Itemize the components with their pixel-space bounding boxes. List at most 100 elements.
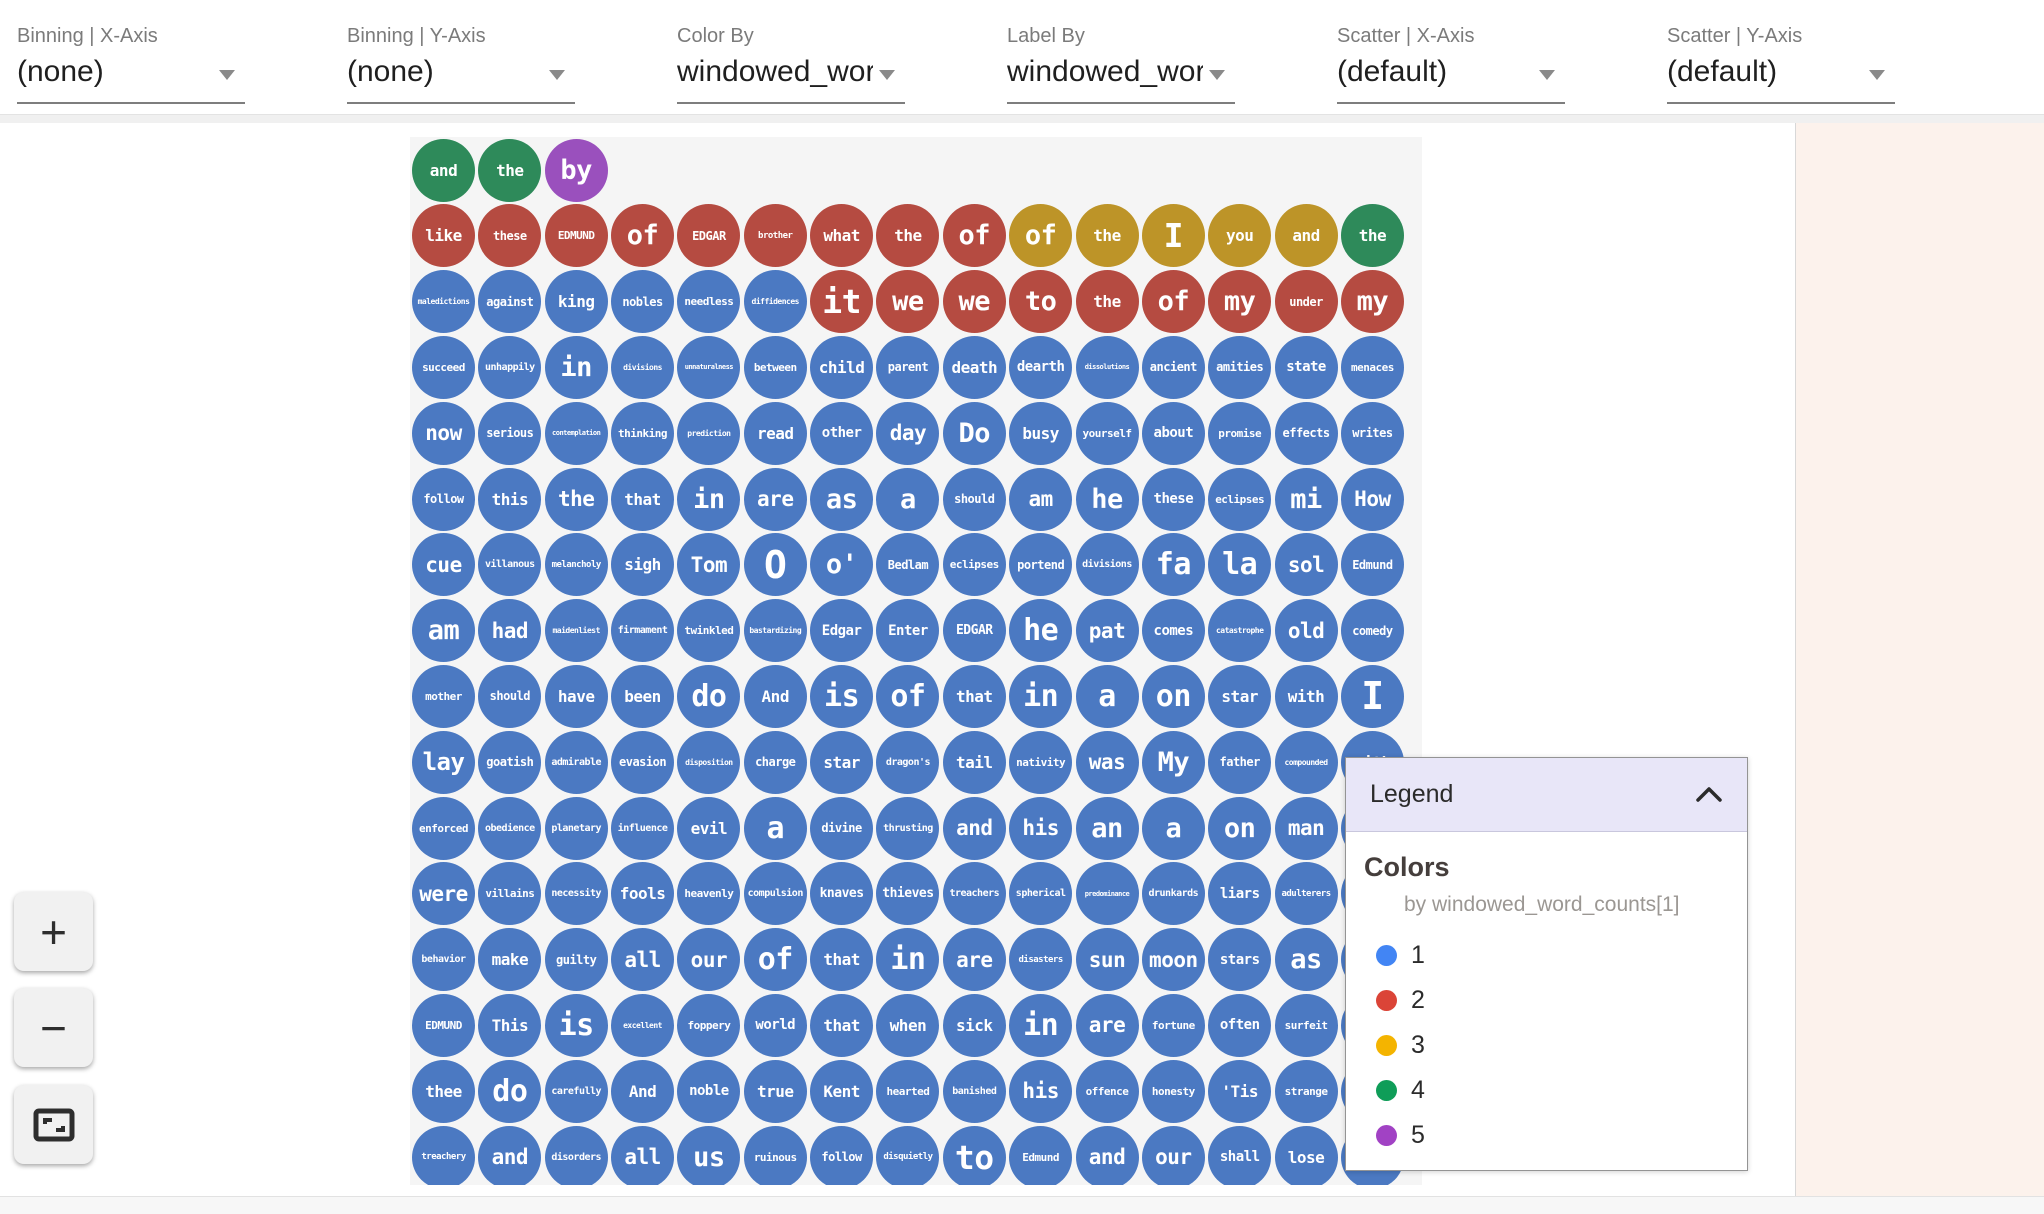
word-bubble[interactable]: old [1274, 599, 1338, 663]
word-bubble[interactable]: star [810, 730, 874, 794]
word-bubble[interactable]: our [1141, 1125, 1205, 1185]
word-bubble[interactable]: Edmund [1009, 1125, 1073, 1185]
word-bubble[interactable]: about [1141, 401, 1205, 465]
word-bubble[interactable]: of [611, 204, 675, 268]
word-bubble[interactable]: was [1075, 730, 1139, 794]
word-bubble[interactable]: villains [478, 862, 542, 926]
word-bubble[interactable]: king [544, 270, 608, 334]
word-bubble[interactable]: catastrophe [1208, 599, 1272, 663]
word-bubble[interactable]: mother [412, 664, 475, 728]
word-bubble[interactable]: when [876, 993, 940, 1057]
word-bubble[interactable]: and [478, 1125, 542, 1185]
word-bubble[interactable]: of [942, 204, 1006, 268]
word-bubble[interactable]: necessity [544, 862, 608, 926]
word-bubble[interactable]: to [1009, 270, 1073, 334]
word-bubble[interactable]: what [810, 204, 874, 268]
legend-item[interactable]: 4 [1364, 1068, 1747, 1113]
word-bubble[interactable]: disquietly [876, 1125, 940, 1185]
word-bubble[interactable]: o' [810, 533, 874, 597]
word-bubble[interactable]: 'Tis [1208, 1059, 1272, 1123]
word-bubble[interactable]: EDMUND [544, 204, 608, 268]
word-bubble[interactable]: read [743, 401, 807, 465]
word-bubble[interactable]: fa [1141, 533, 1205, 597]
word-bubble[interactable]: am [412, 599, 475, 663]
word-bubble[interactable]: other [810, 401, 874, 465]
word-bubble[interactable]: all [611, 928, 675, 992]
word-bubble[interactable]: unnaturalness [677, 335, 741, 399]
word-bubble[interactable]: he [1075, 467, 1139, 531]
word-bubble[interactable]: world [743, 993, 807, 1057]
word-bubble[interactable]: firmament [611, 599, 675, 663]
word-bubble[interactable]: these [478, 204, 542, 268]
word-bubble[interactable]: melancholy [544, 533, 608, 597]
word-bubble[interactable]: evil [677, 796, 741, 860]
word-bubble[interactable]: under [1274, 270, 1338, 334]
word-bubble[interactable]: by [544, 138, 608, 202]
color-by-select[interactable]: windowed_word_c [677, 52, 905, 104]
word-bubble[interactable]: between [743, 335, 807, 399]
word-bubble[interactable]: thinking [611, 401, 675, 465]
word-bubble[interactable]: all [611, 1125, 675, 1185]
word-bubble[interactable]: bastardizing [743, 599, 807, 663]
legend-item[interactable]: 5 [1364, 1113, 1747, 1158]
word-bubble[interactable]: the [1075, 204, 1139, 268]
word-bubble[interactable]: maledictions [412, 270, 475, 334]
word-bubble[interactable]: divisions [611, 335, 675, 399]
word-bubble[interactable]: excellent [611, 993, 675, 1057]
word-bubble[interactable]: we [942, 270, 1006, 334]
word-bubble[interactable]: that [810, 993, 874, 1057]
word-bubble[interactable]: in [677, 467, 741, 531]
word-bubble[interactable]: sol [1274, 533, 1338, 597]
word-bubble[interactable]: influence [611, 796, 675, 860]
word-bubble[interactable]: our [677, 928, 741, 992]
word-bubble[interactable]: in [1009, 664, 1073, 728]
word-bubble[interactable]: of [1009, 204, 1073, 268]
word-bubble[interactable]: compounded [1274, 730, 1338, 794]
word-bubble[interactable]: in [1009, 993, 1073, 1057]
word-bubble[interactable]: a [743, 796, 807, 860]
word-bubble[interactable]: yourself [1075, 401, 1139, 465]
word-bubble[interactable]: carefully [544, 1059, 608, 1123]
word-bubble[interactable]: evasion [611, 730, 675, 794]
word-bubble[interactable]: fortune [1141, 993, 1205, 1057]
word-bubble[interactable]: lay [412, 730, 475, 794]
word-bubble[interactable]: comes [1141, 599, 1205, 663]
word-bubble[interactable]: should [478, 664, 542, 728]
word-bubble[interactable]: My [1141, 730, 1205, 794]
word-bubble[interactable]: dissolutions [1075, 335, 1139, 399]
word-bubble[interactable]: menaces [1340, 335, 1404, 399]
word-bubble[interactable]: moon [1141, 928, 1205, 992]
word-bubble[interactable]: pat [1075, 599, 1139, 663]
word-bubble[interactable]: eclipses [1208, 467, 1272, 531]
word-bubble[interactable]: with [1274, 664, 1338, 728]
word-bubble[interactable]: I [1141, 204, 1205, 268]
word-bubble[interactable]: sigh [611, 533, 675, 597]
word-bubble[interactable]: are [942, 928, 1006, 992]
word-bubble[interactable]: that [611, 467, 675, 531]
word-bubble[interactable]: villanous [478, 533, 542, 597]
word-bubble[interactable]: state [1274, 335, 1338, 399]
word-bubble[interactable]: a [1075, 664, 1139, 728]
word-bubble[interactable]: la [1208, 533, 1272, 597]
word-bubble[interactable]: these [1141, 467, 1205, 531]
word-bubble[interactable]: of [1141, 270, 1205, 334]
word-bubble[interactable]: been [611, 664, 675, 728]
word-bubble[interactable]: the [876, 204, 940, 268]
word-bubble[interactable]: ancient [1141, 335, 1205, 399]
word-bubble[interactable]: admirable [544, 730, 608, 794]
word-bubble[interactable]: had [478, 599, 542, 663]
zoom-in-button[interactable]: + [14, 892, 93, 971]
word-bubble[interactable]: the [478, 138, 542, 202]
word-bubble[interactable]: predominance [1075, 862, 1139, 926]
word-bubble[interactable]: succeed [412, 335, 475, 399]
word-bubble[interactable]: his [1009, 796, 1073, 860]
word-bubble[interactable]: honesty [1141, 1059, 1205, 1123]
word-bubble[interactable]: man [1274, 796, 1338, 860]
word-bubble[interactable]: disasters [1009, 928, 1073, 992]
word-bubble[interactable]: divisions [1075, 533, 1139, 597]
word-bubble[interactable]: he [1009, 599, 1073, 663]
legend-header[interactable]: Legend [1346, 758, 1747, 832]
word-bubble[interactable]: dragon's [876, 730, 940, 794]
word-bubble[interactable]: us [677, 1125, 741, 1185]
